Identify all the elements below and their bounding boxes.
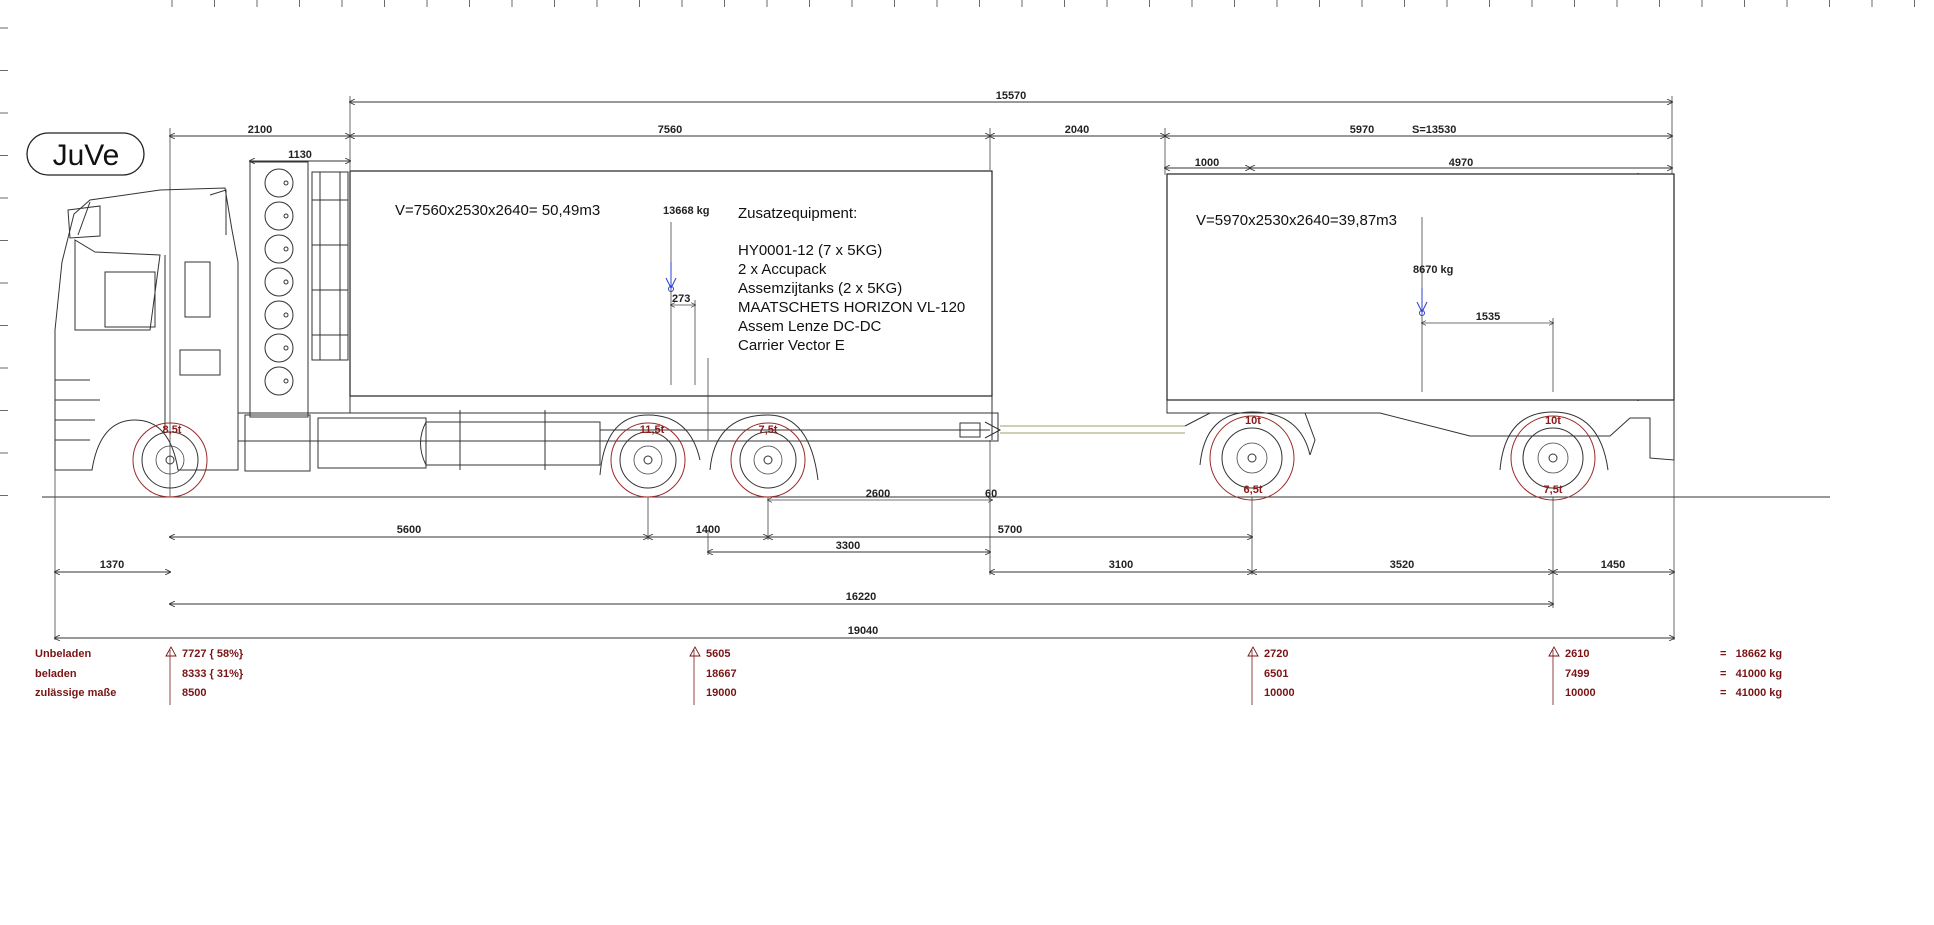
rear-wheel-2 (730, 422, 806, 498)
axle-trailer1-bottom: 6,5t (1244, 484, 1263, 496)
equipment-item-6: Carrier Vector E (738, 337, 845, 354)
weight-marker-tandem (689, 646, 701, 657)
trailer-body (1166, 173, 1675, 401)
dim-16220: 16220 (846, 591, 877, 603)
dim-5600: 5600 (397, 524, 421, 536)
dim-s-value: S=13530 (1412, 124, 1456, 136)
dim-2600: 2600 (866, 488, 890, 500)
weight-front-unladen: 7727 { 58%} (182, 648, 244, 660)
equipment-title: Zusatzequipment: (738, 205, 857, 222)
equipment-item-4: MAATSCHETS HORIZON VL-120 (738, 299, 965, 316)
weight-table: Unbeladen beladen zulässige maße 7727 { … (35, 646, 1782, 705)
equipment-item-5: Assem Lenze DC-DC (738, 318, 882, 335)
weight-marker-trailer1 (1247, 646, 1259, 657)
truck-cab (54, 187, 239, 471)
weight-trailer2-laden: 7499 (1565, 668, 1589, 680)
weight-trailer2-max: 10000 (1565, 687, 1596, 699)
bottom-dimensions: 2600 60 5600 1400 5700 3300 1370 3100 35… (55, 440, 1674, 640)
truck-cog-offset: 273 (672, 293, 690, 305)
weight-marker-front (165, 646, 177, 657)
truck-chassis (237, 410, 999, 472)
weight-label-zulaessig: zulässige maße (35, 687, 116, 699)
axle-trailer2-bottom: 7,5t (1544, 484, 1563, 496)
axle-trailer2-top: 10t (1545, 415, 1561, 427)
drawbar (984, 421, 1185, 439)
truck-body-notes: V=7560x2530x2640= 50,49m3 13668 kg 273 Z… (395, 202, 965, 440)
weight-tandem-unladen: 5605 (706, 648, 730, 660)
weight-label-unbeladen: Unbeladen (35, 648, 92, 660)
weight-marker-trailer2 (1548, 646, 1560, 657)
equipment-item-1: HY0001-12 (7 x 5KG) (738, 242, 882, 259)
weight-total-max: = 41000 kg (1720, 687, 1782, 699)
gas-cylinder-rack (249, 161, 349, 418)
dim-1450: 1450 (1601, 559, 1625, 571)
weight-trailer1-max: 10000 (1264, 687, 1295, 699)
top-dimensions: 15570 2100 7560 2040 5970 S=13530 1130 1… (170, 90, 1672, 497)
rear-fenders (599, 414, 819, 481)
weight-total-unladen: = 18662 kg (1720, 648, 1782, 660)
trailer-cog-weight: 8670 kg (1413, 264, 1453, 276)
top-ruler (171, 0, 1915, 7)
axle-front-rating: 8,5t (163, 424, 182, 436)
axle-ratings: 8,5t 11,5t 7,5t 10t 6,5t 10t 7,5t (163, 415, 1563, 496)
weight-trailer2-unladen: 2610 (1565, 648, 1589, 660)
dim-cab-inner: 1130 (288, 149, 312, 161)
dim-gap: 2040 (1065, 124, 1089, 136)
dim-trailer-front: 1000 (1195, 157, 1219, 169)
trailer-fenders (1199, 411, 1609, 471)
weight-label-beladen: beladen (35, 668, 77, 680)
trailer-body-notes: V=5970x2530x2640=39,87m3 8670 kg 1535 (1196, 212, 1553, 392)
dim-3520: 3520 (1390, 559, 1414, 571)
dim-cab: 2100 (248, 124, 272, 136)
equipment-item-2: 2 x Accupack (738, 261, 827, 278)
weight-tandem-laden: 18667 (706, 668, 737, 680)
dim-19040: 19040 (848, 625, 879, 637)
weight-total-laden: = 41000 kg (1720, 668, 1782, 680)
juve-logo: JuVe (26, 132, 145, 176)
dim-5700: 5700 (998, 524, 1022, 536)
dim-overall-top: 15570 (996, 90, 1027, 102)
left-ruler (0, 27, 8, 496)
weight-front-laden: 8333 { 31%} (182, 668, 244, 680)
equipment-item-3: Assemzijtanks (2 x 5KG) (738, 280, 902, 297)
dim-3300: 3300 (836, 540, 860, 552)
weight-trailer1-laden: 6501 (1264, 668, 1288, 680)
logo-text: JuVe (53, 139, 120, 172)
dim-body-truck: 7560 (658, 124, 682, 136)
weight-front-max: 8500 (182, 687, 206, 699)
dim-3100: 3100 (1109, 559, 1133, 571)
axle-rear2-rating: 7,5t (759, 424, 778, 436)
axle-rear1-rating: 11,5t (640, 424, 665, 436)
weight-tandem-max: 19000 (706, 687, 737, 699)
trailer-volume: V=5970x2530x2640=39,87m3 (1196, 212, 1397, 229)
axle-trailer1-top: 10t (1245, 415, 1261, 427)
front-wheel (132, 422, 208, 498)
dim-60: 60 (985, 488, 997, 500)
truck-cog-weight: 13668 kg (663, 205, 709, 217)
trailer-chassis (1166, 400, 1675, 461)
truck-volume: V=7560x2530x2640= 50,49m3 (395, 202, 600, 219)
dim-trailer-rest: 4970 (1449, 157, 1473, 169)
dim-body-trailer: 5970 (1350, 124, 1374, 136)
weight-trailer1-unladen: 2720 (1264, 648, 1288, 660)
trailer-cog-offset: 1535 (1476, 311, 1500, 323)
dim-1370: 1370 (100, 559, 124, 571)
